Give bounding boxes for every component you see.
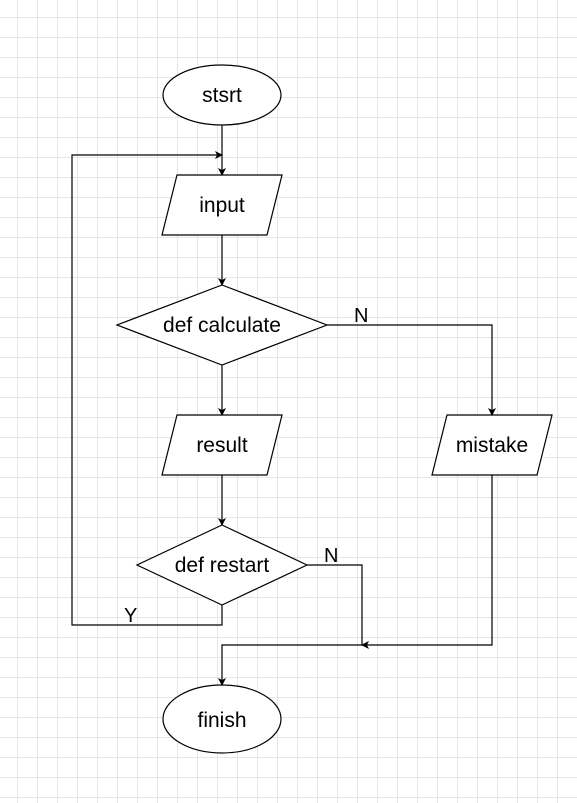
mistake-node: mistake: [431, 414, 553, 476]
start-label: stsrt: [202, 84, 242, 107]
input-parallelogram: [161, 174, 283, 236]
input-node: input: [161, 174, 283, 236]
start-ellipse: [162, 64, 282, 126]
restart-decision: def restart: [135, 524, 309, 606]
edge-mistake-to-merge: [361, 475, 493, 649]
result-label: result: [196, 434, 248, 457]
restart-label: def restart: [175, 554, 270, 577]
calculate-no-label: N: [354, 305, 368, 327]
finish-label: finish: [197, 709, 246, 732]
calculate-diamond: [115, 284, 329, 366]
mistake-parallelogram: [431, 414, 553, 476]
result-node: result: [161, 414, 283, 476]
edge-calculate-no-to-mistake: [327, 324, 496, 416]
calculate-label: def calculate: [163, 314, 281, 337]
edge-restart-no: [307, 564, 363, 645]
mistake-label: mistake: [456, 434, 528, 457]
calculate-decision: def calculate: [115, 284, 329, 366]
result-parallelogram: [161, 414, 283, 476]
restart-yes-label: Y: [124, 605, 137, 627]
restart-no-label: N: [324, 545, 338, 567]
edge-merge-to-finish: [218, 644, 362, 686]
edge-restart-yes-loop: [71, 151, 223, 626]
finish-ellipse: [162, 684, 282, 754]
finish-node: finish: [162, 684, 282, 754]
start-node: stsrt: [162, 64, 282, 126]
input-label: input: [199, 194, 245, 217]
restart-diamond: [135, 524, 309, 606]
